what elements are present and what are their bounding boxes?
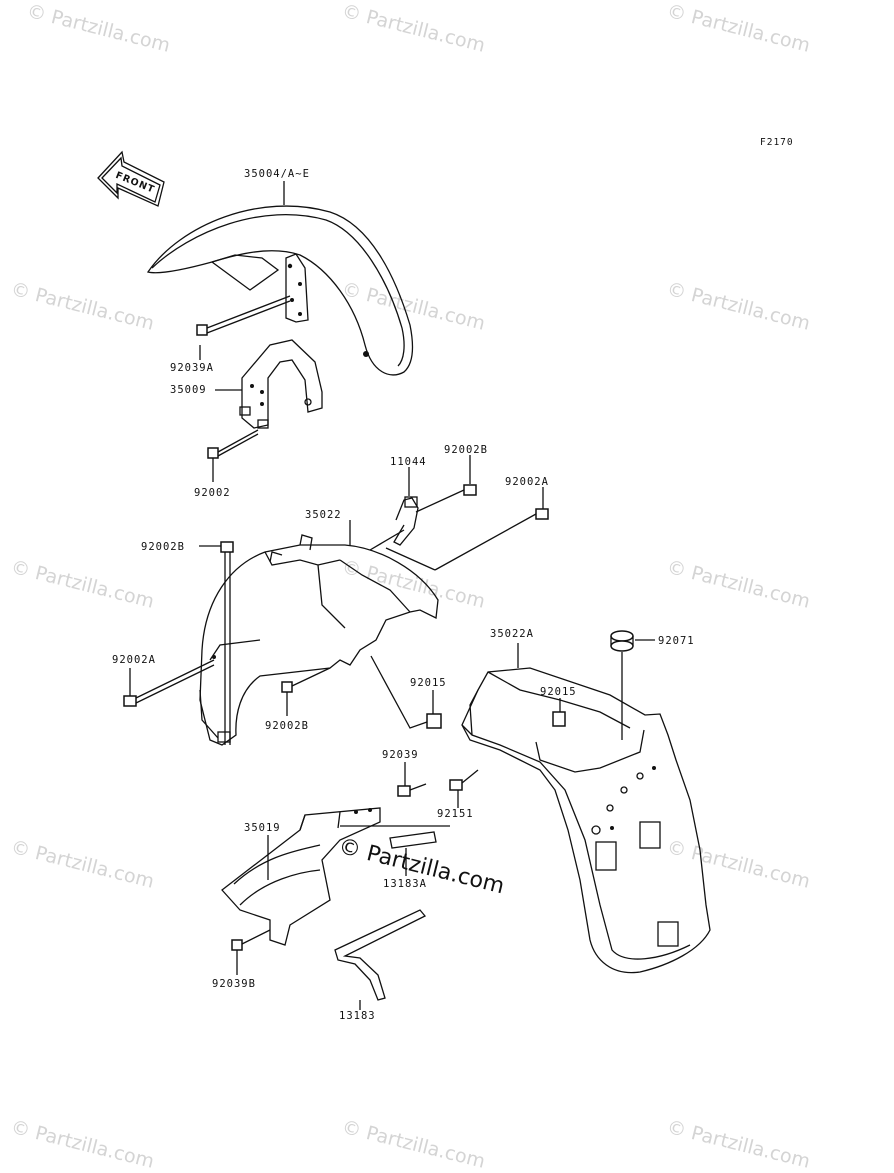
grommet-92071 (610, 630, 634, 740)
rear-fender (461, 667, 711, 974)
figure-code: F2170 (760, 137, 794, 148)
label-92002: 92002 (194, 487, 231, 499)
bolt-92002b-bottom (281, 667, 331, 693)
clamp-11044 (369, 496, 419, 551)
label-35004: 35004/A~E (244, 168, 310, 180)
stay-13183 (334, 909, 427, 1001)
label-92015-b: 92015 (540, 686, 577, 698)
label-92071: 92071 (658, 635, 695, 647)
splash-guard (221, 807, 381, 946)
bolt-92039b (231, 929, 271, 951)
label-35022: 35022 (305, 509, 342, 521)
label-92002a-right: 92002A (505, 476, 549, 488)
bolt-92002b-left (220, 541, 234, 745)
bolt-92151 (449, 769, 479, 791)
clip-92015-b (552, 711, 566, 727)
label-92039a: 92039A (170, 362, 214, 374)
bolt-92039a (196, 295, 291, 336)
label-92151: 92151 (437, 808, 474, 820)
bolt-92002 (207, 429, 259, 459)
label-92002b-left: 92002B (141, 541, 185, 553)
label-35009: 35009 (170, 384, 207, 396)
label-92002a-left: 92002A (112, 654, 156, 666)
plate-13183a (389, 831, 437, 849)
front-arrow (97, 150, 165, 207)
bolt-92039 (397, 783, 427, 797)
label-92015-a: 92015 (410, 677, 447, 689)
label-13183a: 13183A (383, 878, 427, 890)
bolt-92002a-right (385, 508, 549, 571)
label-92002b-bottom: 92002B (265, 720, 309, 732)
bolt-92002b-top (415, 484, 477, 513)
label-92039: 92039 (382, 749, 419, 761)
label-11044: 11044 (390, 456, 427, 468)
clip-92015-a (370, 655, 442, 729)
label-92002b-top: 92002B (444, 444, 488, 456)
label-35019: 35019 (244, 822, 281, 834)
leader-lines (129, 181, 655, 1010)
inner-fender (199, 534, 439, 746)
fender-bracket (239, 339, 323, 429)
label-13183: 13183 (339, 1010, 376, 1022)
front-fender (146, 205, 414, 376)
label-92039b: 92039B (212, 978, 256, 990)
label-35022a: 35022A (490, 628, 534, 640)
